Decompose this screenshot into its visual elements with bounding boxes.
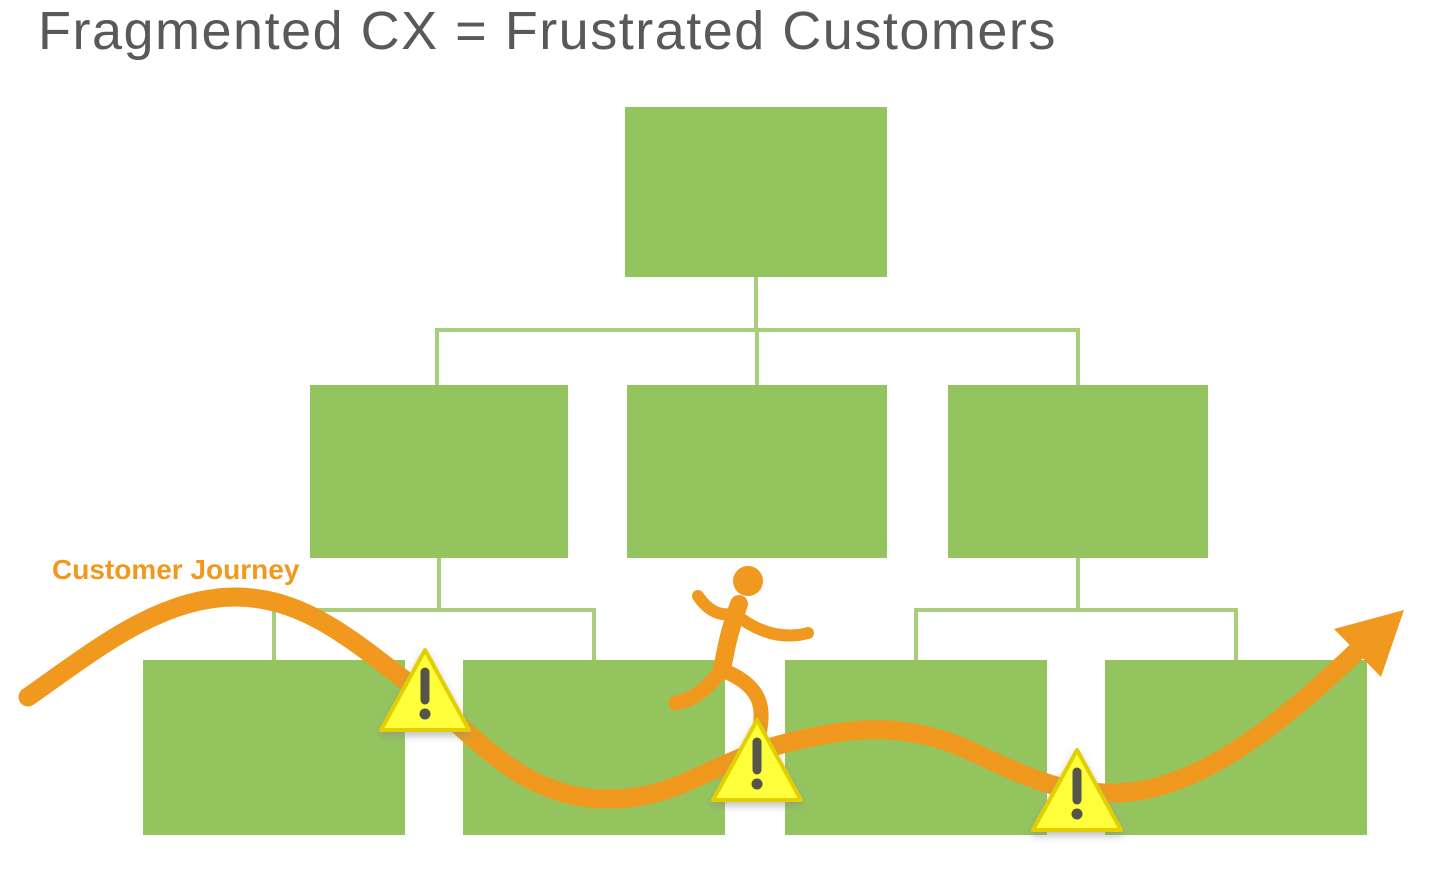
org-box-level3-1	[143, 660, 405, 835]
org-box-level3-3	[785, 660, 1047, 835]
runner-back-arm	[692, 590, 743, 621]
org-box-root	[625, 107, 887, 277]
slide-title: Fragmented CX = Frustrated Customers	[38, 1, 1057, 61]
customer-journey-label: Customer Journey	[52, 554, 300, 585]
exclamation-dot	[1071, 808, 1083, 820]
org-box-level2-left	[310, 385, 568, 558]
org-box-level3-2	[463, 660, 725, 835]
journey-arrowhead-icon	[1334, 610, 1404, 677]
org-box-level2-middle	[627, 385, 887, 558]
org-chart-connectors	[272, 277, 1238, 662]
customer-journey-curve	[18, 587, 1368, 809]
warning-exclamation-bars	[420, 667, 1082, 805]
org-chart-boxes	[143, 107, 1367, 835]
exclamation-dot	[419, 708, 431, 720]
runner-back-leg	[668, 662, 730, 711]
exclamation-dot	[751, 778, 763, 790]
org-box-level2-right	[948, 385, 1208, 558]
runner-head	[733, 566, 763, 596]
runner-front-arm	[730, 609, 814, 642]
warning-exclamation-dots	[419, 708, 1083, 820]
